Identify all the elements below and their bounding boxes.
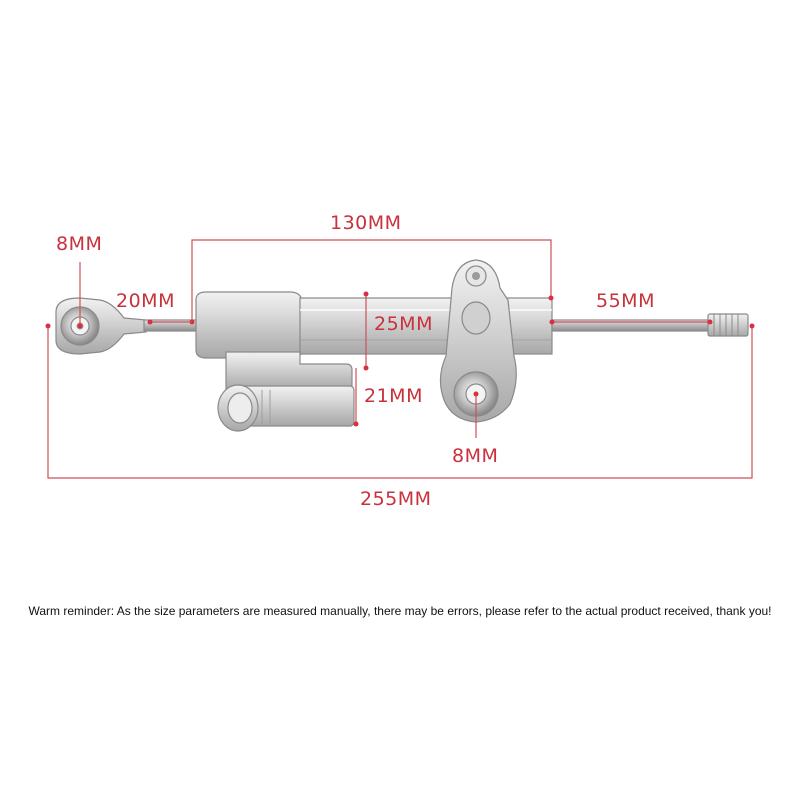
label-rod-right-length: 55MM [596, 290, 655, 312]
label-mount-hole-diameter: 8MM [452, 445, 498, 467]
label-reservoir-height: 21MM [364, 385, 423, 407]
label-body-diameter: 25MM [374, 313, 433, 335]
dimension-labels: 8MM 20MM 130MM 25MM 21MM 55MM 8MM 255MM [56, 212, 655, 510]
damper-reservoir [217, 351, 355, 432]
dim-line-body-length [191, 239, 552, 322]
dim-dot [77, 323, 83, 329]
dim-dot [147, 319, 153, 325]
dim-dot [707, 319, 713, 325]
label-rod-left-length: 20MM [116, 290, 175, 312]
right-rod-knurl [707, 313, 749, 337]
dim-dot [363, 291, 369, 297]
dim-dot [353, 421, 359, 427]
dim-dot [363, 365, 369, 371]
dim-dot [45, 323, 51, 329]
label-body-length: 130MM [330, 212, 402, 234]
dim-line-overall-length [47, 326, 753, 479]
label-eye-left-diameter: 8MM [56, 233, 102, 255]
warm-reminder-text: Warm reminder: As the size parameters ar… [28, 604, 772, 618]
dim-dot [548, 295, 554, 301]
dim-dot [749, 323, 755, 329]
dimension-lines [45, 239, 755, 479]
label-overall-length: 255MM [360, 488, 432, 510]
mount-bracket [439, 259, 517, 423]
dim-dot [549, 319, 555, 325]
dim-dot [473, 391, 479, 397]
damper-product [55, 259, 749, 432]
